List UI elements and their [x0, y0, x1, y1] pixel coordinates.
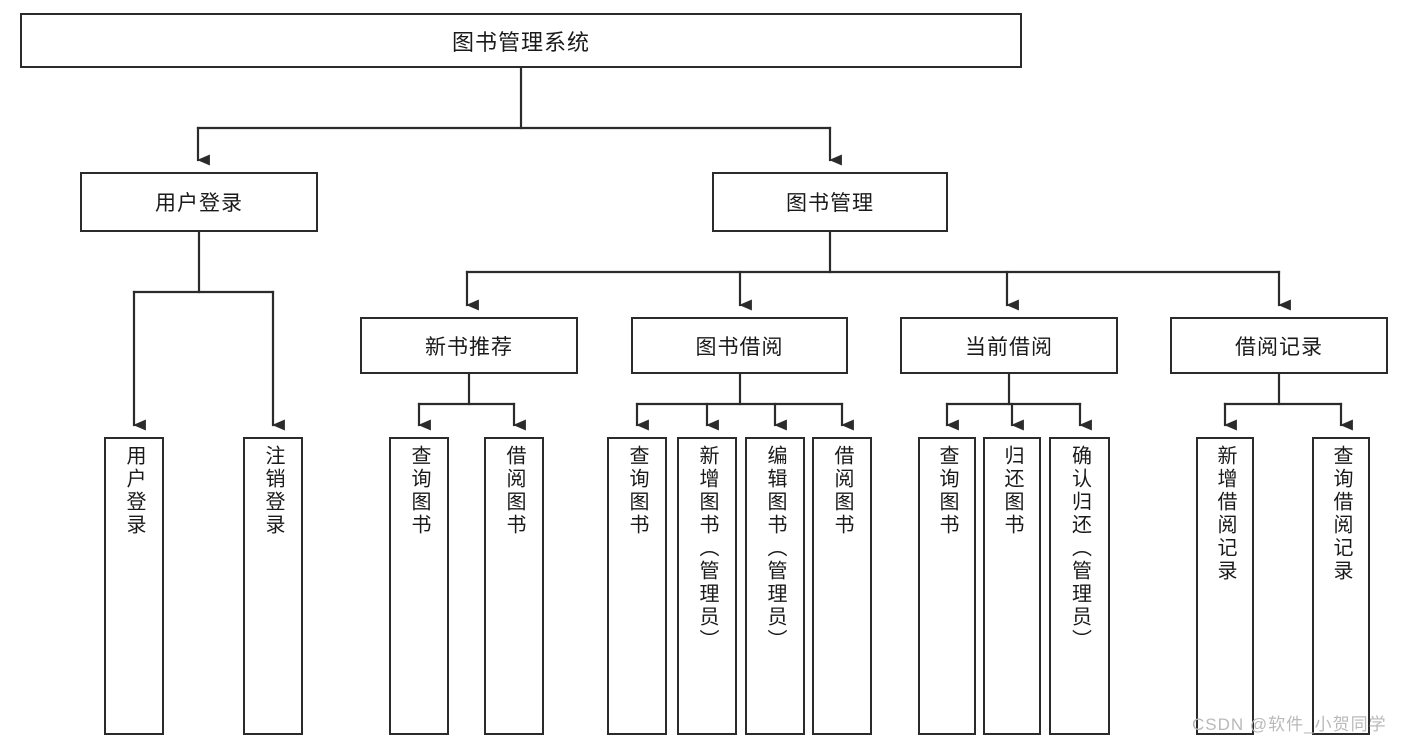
leaf-borrow-query-book[interactable]: 查询图书 — [607, 437, 667, 735]
leaf-edit-book-admin-label: 编辑图书（管理员） — [764, 445, 786, 652]
node-root-label: 图书管理系统 — [451, 29, 590, 55]
leaf-query-borrow-record-label: 查询借阅记录 — [1330, 445, 1352, 583]
node-new-book-recommend-label: 新书推荐 — [425, 335, 513, 359]
leaf-borrow-query-book-label: 查询图书 — [626, 445, 648, 537]
node-book-borrow-label: 图书借阅 — [695, 335, 784, 359]
node-borrow-record[interactable]: 借阅记录 — [1170, 317, 1388, 374]
leaf-add-book-admin[interactable]: 新增图书（管理员） — [677, 437, 737, 735]
leaf-confirm-return-admin-label: 确认归还（管理员） — [1068, 445, 1091, 652]
node-book-management[interactable]: 图书管理 — [712, 172, 948, 232]
leaf-return-book[interactable]: 归还图书 — [983, 437, 1041, 735]
leaf-current-query-book-label: 查询图书 — [936, 445, 958, 537]
node-user-login-label: 用户登录 — [155, 192, 243, 215]
leaf-user-login-label: 用户登录 — [123, 445, 145, 537]
node-current-borrow[interactable]: 当前借阅 — [900, 317, 1118, 374]
leaf-user-login[interactable]: 用户登录 — [104, 437, 164, 735]
leaf-newbook-borrow-book-label: 借阅图书 — [503, 445, 525, 537]
leaf-add-borrow-record-label: 新增借阅记录 — [1214, 445, 1236, 583]
leaf-borrow-book-label: 借阅图书 — [831, 445, 853, 537]
leaf-newbook-borrow-book[interactable]: 借阅图书 — [484, 437, 544, 735]
node-root[interactable]: 图书管理系统 — [20, 13, 1022, 68]
leaf-logout-label: 注销登录 — [262, 445, 284, 537]
leaf-confirm-return-admin[interactable]: 确认归还（管理员） — [1049, 437, 1110, 735]
leaf-add-borrow-record[interactable]: 新增借阅记录 — [1196, 437, 1254, 735]
leaf-logout[interactable]: 注销登录 — [243, 437, 303, 735]
leaf-current-query-book[interactable]: 查询图书 — [918, 437, 976, 735]
leaf-query-borrow-record[interactable]: 查询借阅记录 — [1312, 437, 1370, 735]
leaf-newbook-query-book[interactable]: 查询图书 — [389, 437, 449, 735]
node-borrow-record-label: 借阅记录 — [1235, 335, 1323, 359]
leaf-return-book-label: 归还图书 — [1001, 445, 1023, 537]
node-book-management-label: 图书管理 — [786, 192, 874, 215]
leaf-add-book-admin-label: 新增图书（管理员） — [696, 445, 718, 652]
node-new-book-recommend[interactable]: 新书推荐 — [360, 317, 578, 374]
leaf-borrow-book[interactable]: 借阅图书 — [812, 437, 872, 735]
leaf-edit-book-admin[interactable]: 编辑图书（管理员） — [745, 437, 805, 735]
node-book-borrow[interactable]: 图书借阅 — [631, 317, 848, 374]
csdn-watermark: CSDN @软件_小贺同学 — [1192, 715, 1387, 734]
leaf-newbook-query-book-label: 查询图书 — [408, 445, 430, 537]
node-user-login[interactable]: 用户登录 — [80, 172, 318, 232]
node-current-borrow-label: 当前借阅 — [965, 335, 1053, 359]
